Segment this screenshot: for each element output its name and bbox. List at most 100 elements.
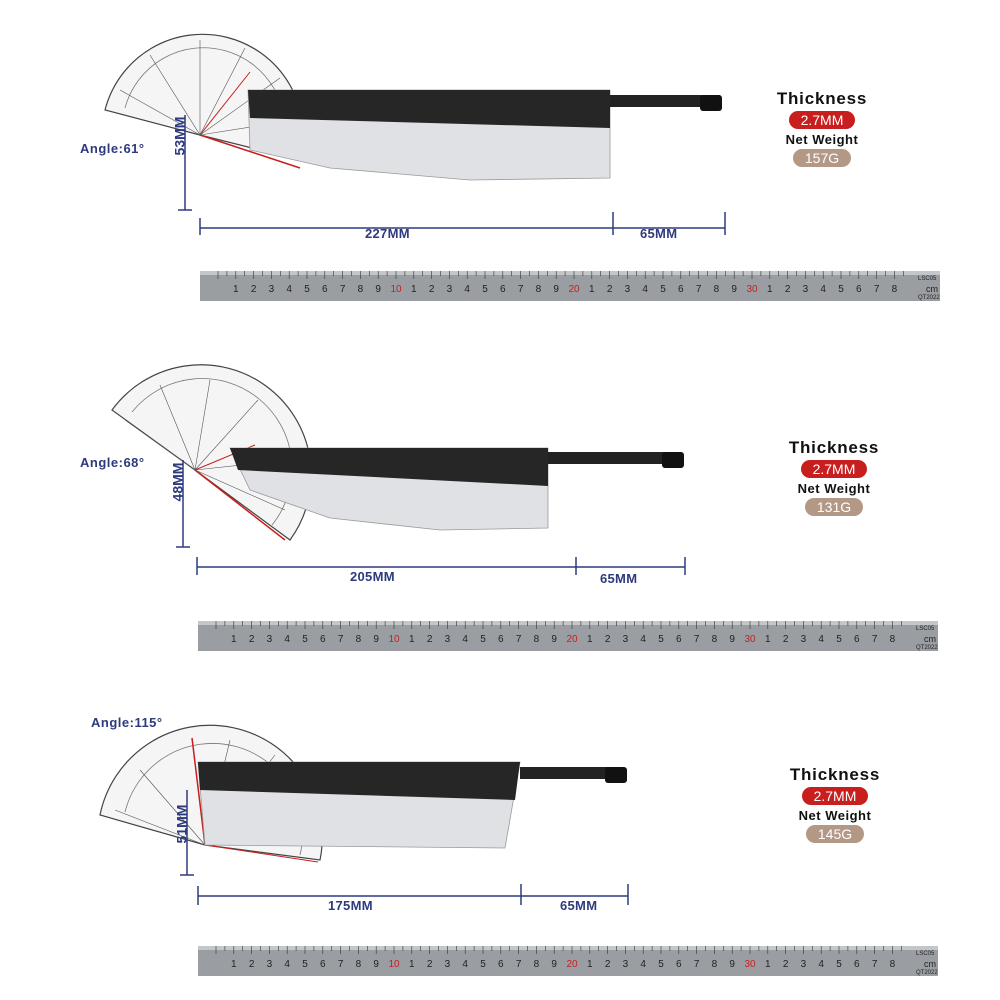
ruler-label: 1: [767, 284, 773, 295]
ruler-label: 8: [536, 284, 542, 295]
ruler-label: 7: [874, 284, 880, 295]
ruler-label: 3: [447, 284, 453, 295]
ruler-label: 8: [712, 634, 718, 645]
ruler-label: 20: [566, 634, 578, 645]
knife-panel-3: Angle:115° 51MM 175MM 65MM Thickness 2.7…: [0, 0, 1000, 976]
ruler-brand-code: QT2022: [916, 645, 938, 651]
ruler-label: 5: [838, 284, 844, 295]
ruler-label: 6: [676, 634, 682, 645]
spec-block: Thickness 2.7MM Net Weight 145G: [760, 765, 910, 844]
tang-length-label: 65MM: [640, 226, 678, 241]
ruler-label: 7: [340, 284, 346, 295]
ruler-label: 9: [553, 284, 559, 295]
blade-length-label: 205MM: [350, 569, 395, 584]
tang: [610, 95, 720, 107]
thickness-badge: 2.7MM: [788, 111, 856, 129]
ruler-body: [198, 946, 938, 976]
ruler-label: 2: [427, 959, 433, 970]
ruler-label: 4: [640, 634, 646, 645]
ruler-label: 7: [338, 959, 344, 970]
tang-length-label: 65MM: [560, 898, 598, 913]
net-weight-badge: 157G: [792, 149, 852, 167]
ruler-label: 4: [818, 634, 824, 645]
angle-label: Angle:115°: [91, 715, 163, 730]
ruler-label: 1: [765, 959, 771, 970]
ruler-label: 8: [356, 634, 362, 645]
ruler-label: 2: [249, 959, 255, 970]
ruler-label: 6: [322, 284, 328, 295]
ruler-label: 3: [267, 959, 273, 970]
ruler-label: 10: [388, 959, 400, 970]
ruler-label: 3: [269, 284, 275, 295]
ruler-label: 8: [356, 959, 362, 970]
ruler-label: 9: [729, 634, 735, 645]
ruler-label: 9: [551, 634, 557, 645]
ruler-label: 6: [854, 634, 860, 645]
ruler-label: 3: [625, 284, 631, 295]
blade-length-label: 175MM: [328, 898, 373, 913]
ruler-label: 6: [500, 284, 506, 295]
ruler-label: 4: [284, 959, 290, 970]
tang-length-label: 65MM: [600, 571, 638, 586]
knife-blade-image: [197, 761, 627, 849]
height-label: 48MM: [169, 462, 186, 502]
spec-block: Thickness 2.7MM Net Weight 157G: [747, 89, 897, 168]
ruler-label: 6: [320, 634, 326, 645]
ruler-label: 7: [694, 959, 700, 970]
ruler-label: 8: [714, 284, 720, 295]
net-weight-title: Net Weight: [798, 808, 872, 823]
ruler-label: 4: [640, 959, 646, 970]
ruler-label: 3: [623, 959, 629, 970]
ruler-label: 4: [818, 959, 824, 970]
net-weight-badge: 145G: [805, 825, 865, 843]
net-weight-badge: 131G: [804, 498, 864, 516]
ruler-label: 5: [302, 959, 308, 970]
ruler-label: 30: [744, 959, 756, 970]
ruler-label: 7: [516, 959, 522, 970]
thickness-badge: 2.7MM: [800, 460, 868, 478]
ruler-label: 3: [801, 634, 807, 645]
tang: [548, 452, 678, 464]
ruler-label: 9: [373, 634, 379, 645]
ruler-label: 8: [712, 959, 718, 970]
ruler-label: 2: [427, 634, 433, 645]
ruler-label: 6: [676, 959, 682, 970]
ruler-unit: cm: [924, 634, 936, 644]
ruler-label: 1: [409, 959, 415, 970]
ruler-label: 8: [890, 634, 896, 645]
thickness-title: Thickness: [789, 765, 881, 784]
ruler-label: 1: [587, 959, 593, 970]
ruler-label: 5: [836, 959, 842, 970]
ruler-label: 4: [286, 284, 292, 295]
ruler-label: 4: [642, 284, 648, 295]
ruler-label: 5: [480, 634, 486, 645]
ruler-label: 9: [375, 284, 381, 295]
height-label: 51MM: [173, 804, 190, 844]
knife-blade-image: [229, 447, 684, 531]
ruler-label: 2: [251, 284, 257, 295]
ruler-body: [198, 621, 938, 651]
ruler-label: 9: [731, 284, 737, 295]
ruler-label: 1: [587, 634, 593, 645]
ruler-label: 6: [498, 959, 504, 970]
ruler-label: 7: [694, 634, 700, 645]
ruler-label: 4: [464, 284, 470, 295]
ruler-label: 5: [304, 284, 310, 295]
ruler-label: 2: [429, 284, 435, 295]
ruler-label: 1: [231, 959, 237, 970]
ruler-label: 30: [746, 284, 758, 295]
ruler-brand: LSC05: [916, 626, 935, 632]
ruler-label: 3: [801, 959, 807, 970]
knife-blade-image: [247, 89, 722, 181]
ruler-label: 7: [338, 634, 344, 645]
net-weight-title: Net Weight: [785, 132, 859, 147]
knife-1-graphic: [104, 33, 726, 235]
ruler-label: 8: [892, 284, 898, 295]
ruler-label: 5: [660, 284, 666, 295]
ruler-label: 8: [534, 634, 540, 645]
ruler-label: 2: [249, 634, 255, 645]
ruler-label: 5: [836, 634, 842, 645]
